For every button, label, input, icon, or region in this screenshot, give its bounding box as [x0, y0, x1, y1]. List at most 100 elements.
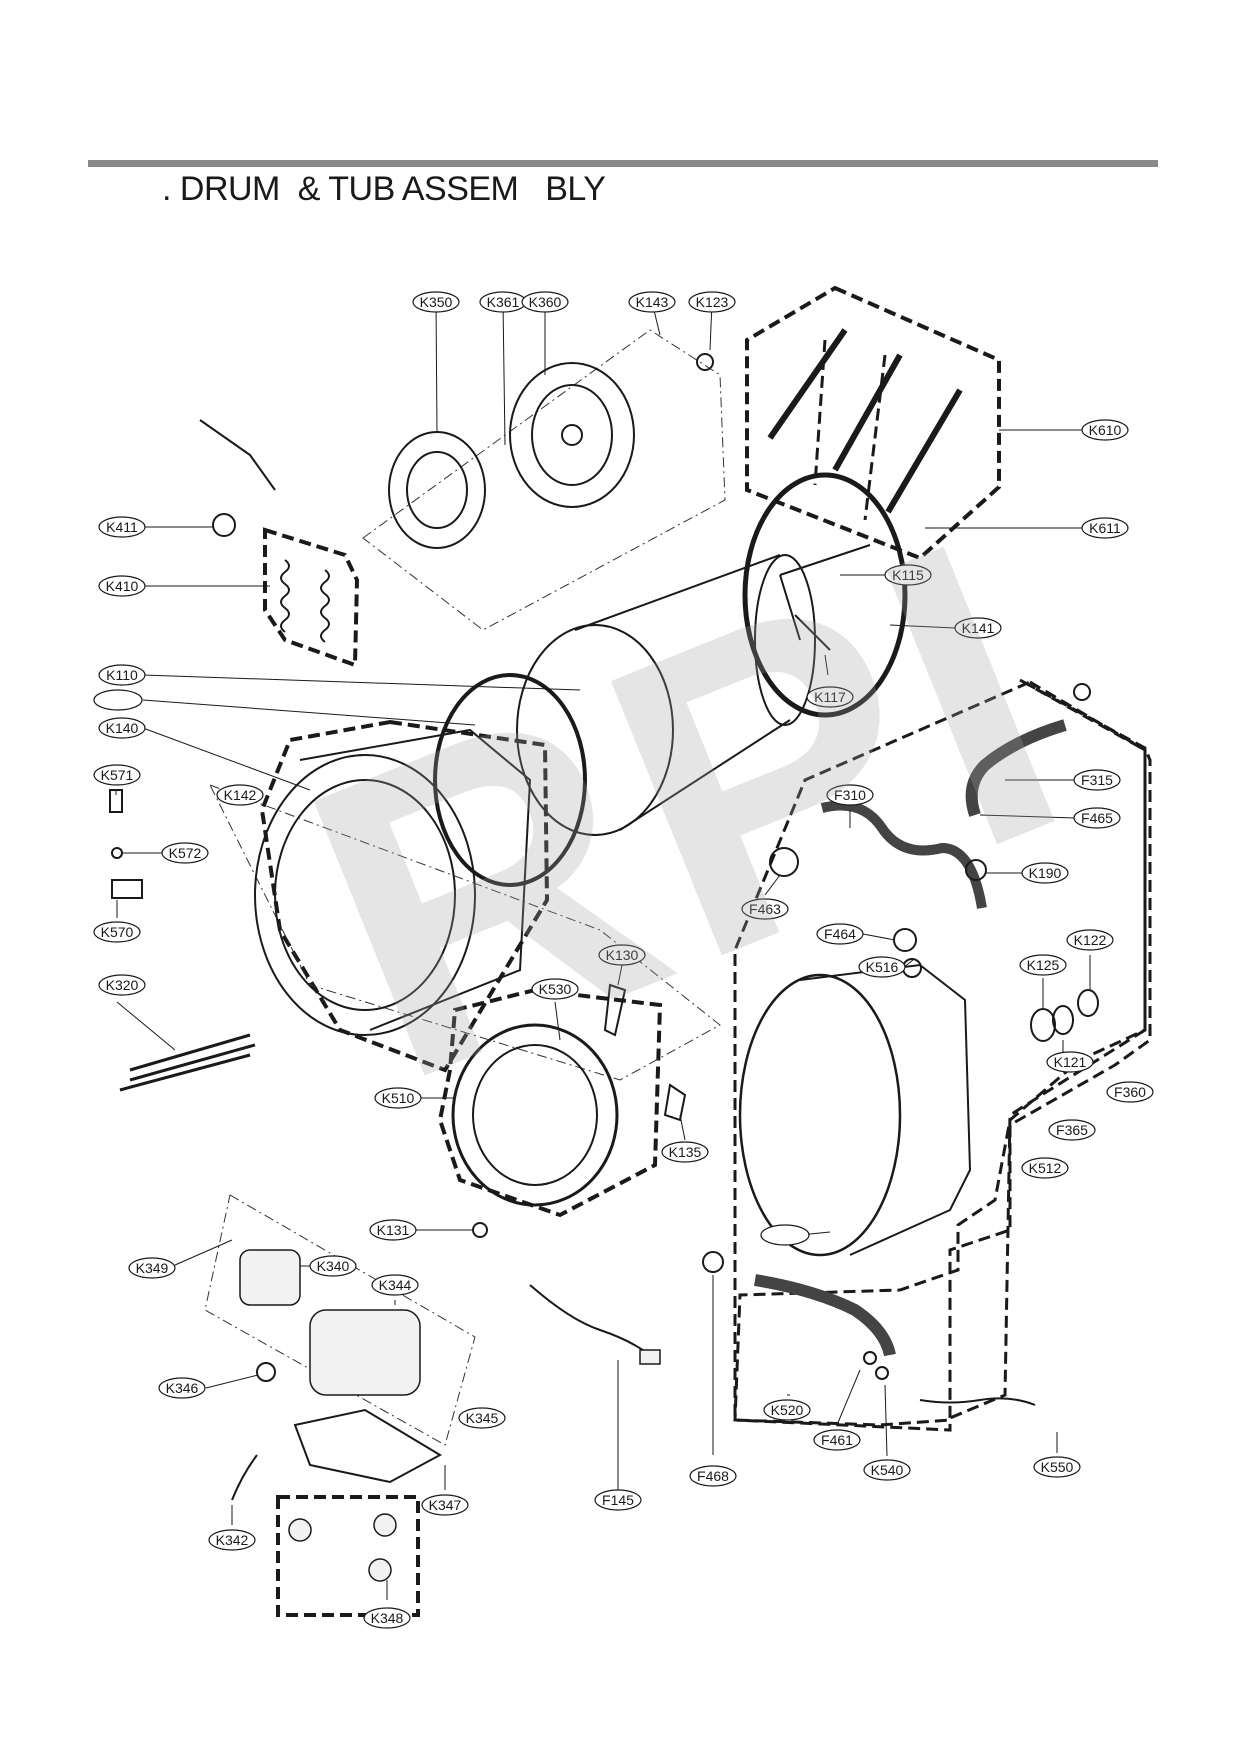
group-shock-absorbers [745, 285, 1001, 561]
callout-k520: K520 [763, 1399, 811, 1421]
bearing-k121 [1052, 1005, 1074, 1035]
callout-oval [598, 944, 646, 966]
callout-label: K572 [169, 845, 202, 861]
gasket-ring-k140 [433, 673, 587, 887]
harness-f145 [529, 1284, 651, 1356]
callout-oval [763, 1399, 811, 1421]
callout-oval [1048, 1119, 1096, 1141]
shock-absorber-3 [885, 388, 963, 514]
part-k572 [111, 847, 123, 859]
bearing-k122 [1077, 989, 1099, 1017]
part-k411 [212, 513, 236, 537]
callout-oval [1019, 954, 1067, 976]
callout-k130: K130 [598, 944, 646, 966]
callout-oval [363, 1607, 411, 1629]
callout-label: K411 [106, 519, 138, 535]
callout-oval [1066, 929, 1114, 951]
callout-oval [806, 686, 854, 708]
callout-f360: F360 [1106, 1081, 1154, 1103]
callout-oval [93, 764, 141, 786]
callout-oval [594, 1489, 642, 1511]
callout-oval [93, 921, 141, 943]
heater-k320 [119, 1033, 256, 1092]
shock-absorber-2 [832, 353, 903, 472]
callout-label: K512 [1029, 1160, 1062, 1176]
callout-label: K350 [420, 294, 453, 310]
clamp-f464 [893, 928, 917, 952]
callout-label: K141 [962, 620, 995, 636]
callout-f464: F464 [816, 923, 864, 945]
callout-label: F360 [1114, 1084, 1146, 1100]
leader-F461 [836, 1369, 861, 1426]
pump-housing [309, 1309, 421, 1396]
callout-k115: K115 [884, 564, 932, 586]
rear-tub-body [799, 963, 972, 1256]
callout-k345: K345 [458, 1407, 506, 1429]
callout-label: K345 [466, 1410, 499, 1426]
callout-oval [688, 291, 736, 313]
callout-label: K342 [216, 1532, 249, 1548]
callout-k360: K360 [521, 291, 569, 313]
callout-oval [1021, 862, 1069, 884]
leader-K530 [554, 1001, 561, 1041]
hose-f315 [965, 719, 1067, 817]
callout-k410: K410 [98, 575, 146, 597]
valve-k190 [965, 859, 987, 881]
hub-ring-inner [406, 451, 468, 529]
callout-label: K320 [106, 977, 139, 993]
hose-f310 [820, 800, 987, 909]
group-hoses [733, 680, 1147, 1427]
callout-oval [98, 516, 146, 538]
group-gasket [437, 987, 663, 1218]
drum-bottom-edge [619, 719, 791, 831]
shock-absorber-1 [767, 328, 848, 440]
callout-k342: K342 [208, 1529, 256, 1551]
callout-label: K610 [1089, 422, 1122, 438]
leader-K117 [824, 654, 829, 676]
part-k131 [472, 1222, 488, 1238]
callout-k140: K140 [98, 717, 146, 739]
callout-oval [98, 974, 146, 996]
callout-k344: K344 [371, 1274, 419, 1296]
callout-k121: K121 [1046, 1051, 1094, 1073]
callout-label: K140 [106, 720, 139, 736]
callout-label: K115 [892, 567, 924, 583]
callout-oval [309, 1255, 357, 1277]
callout-oval [158, 1377, 206, 1399]
callout-label: F468 [697, 1468, 729, 1484]
callout-k142: K142 [216, 784, 264, 806]
callout-label: F463 [749, 901, 781, 917]
callout-label: K360 [529, 294, 562, 310]
part-k570 [111, 879, 143, 899]
clamp-k516 [902, 958, 922, 978]
front-tub-opening [274, 779, 456, 1011]
callout-k610: K610 [1081, 419, 1129, 441]
callout-k348: K348 [363, 1607, 411, 1629]
leader-K361 [502, 301, 506, 446]
callout-oval [98, 717, 146, 739]
callout-oval [1073, 769, 1121, 791]
callout-label: K570 [101, 924, 134, 940]
callout-f463: F463 [741, 898, 789, 920]
callout-label: K125 [1027, 957, 1060, 973]
callout-oval [98, 664, 146, 686]
spring-2 [320, 569, 330, 643]
callout-oval [371, 1274, 419, 1296]
callout-label: K143 [636, 294, 669, 310]
callout-label: K123 [696, 294, 729, 310]
part-k342 [231, 1454, 258, 1501]
callout-label: K571 [101, 767, 134, 783]
callout-k510: K510 [374, 1087, 422, 1109]
clamp-f463 [769, 847, 799, 877]
callout-label: K117 [814, 689, 846, 705]
blank-callout-left [93, 689, 143, 711]
callout-label: K190 [1029, 865, 1062, 881]
part-k540 [875, 1366, 889, 1380]
callout-label: K122 [1074, 932, 1107, 948]
rear-tub-rim [738, 973, 902, 1257]
callout-k141: K141 [954, 617, 1002, 639]
callout-oval [1021, 1157, 1069, 1179]
callout-f315: F315 [1073, 769, 1121, 791]
seal-ring-k141 [742, 472, 908, 718]
callout-label: K130 [606, 947, 639, 963]
